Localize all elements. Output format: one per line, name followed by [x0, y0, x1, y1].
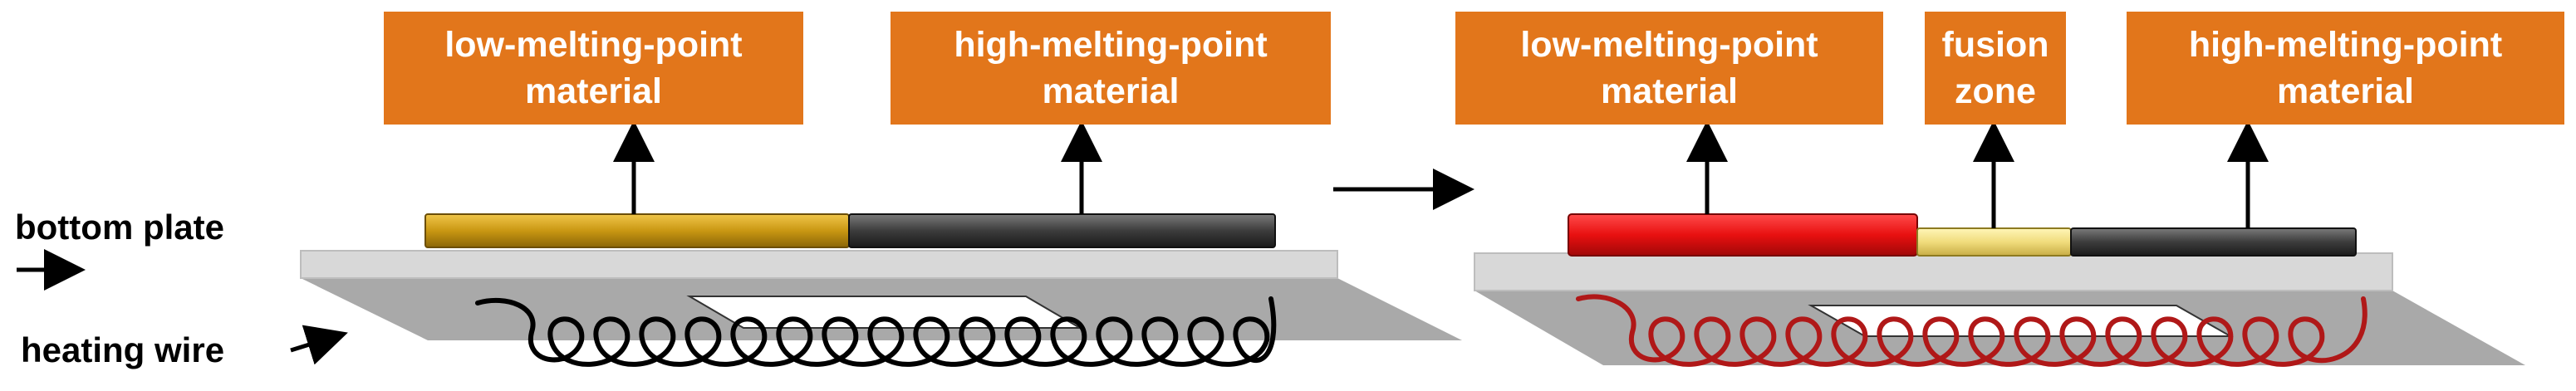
right-low-melting-strip [1568, 213, 1918, 257]
left-high-melting-label-line2: material [1042, 71, 1180, 111]
right-high-melting-label-line2: material [2277, 71, 2414, 111]
left-low-melting-label-line1: low-melting-point [444, 25, 743, 65]
left-heating-wire [475, 296, 1277, 367]
right-fusion-zone-label-line2: zone [1955, 71, 2036, 111]
right-fusion-zone-strip [1916, 227, 2072, 257]
left-low-melting-strip [424, 213, 850, 248]
right-low-melting-label: low-melting-point material [1455, 12, 1883, 125]
left-bottom-plate [300, 250, 1338, 279]
right-high-melting-strip [2070, 227, 2357, 257]
right-fusion-zone-label-line1: fusion [1941, 25, 2049, 65]
right-bottom-plate [1474, 252, 2393, 291]
left-low-melting-label-line2: material [525, 71, 662, 111]
right-high-melting-label-line1: high-melting-point [2188, 25, 2503, 65]
right-panel [1474, 120, 2525, 367]
left-low-melting-label: low-melting-point material [384, 12, 803, 125]
left-panel [17, 120, 1462, 367]
heating-wire-label: heating wire [21, 330, 225, 369]
heating-wire-arrow [290, 325, 348, 365]
left-under-sheet [686, 296, 1083, 329]
bottom-plate-label: bottom plate [15, 208, 224, 247]
left-high-melting-label-line1: high-melting-point [954, 25, 1268, 65]
right-low-melting-label-line1: low-melting-point [1520, 25, 1818, 65]
left-high-melting-strip [848, 213, 1276, 248]
left-high-melting-label: high-melting-point material [891, 12, 1331, 125]
right-heating-wire [1576, 294, 2367, 367]
right-fusion-zone-label: fusion zone [1925, 12, 2066, 125]
right-low-melting-label-line2: material [1601, 71, 1738, 111]
right-high-melting-label: high-melting-point material [2127, 12, 2564, 125]
